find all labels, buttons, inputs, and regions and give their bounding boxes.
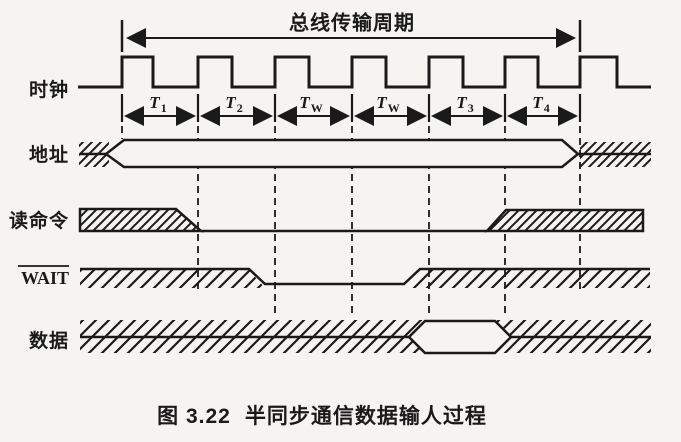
period-label-band: T1 T2 TW TW T3 T4	[124, 93, 578, 126]
period-label-t3: T3	[456, 93, 473, 115]
figure-caption: 图 3.22 半同步通信数据输人过程	[157, 404, 487, 428]
caption-title: 半同步通信数据输人过程	[245, 404, 487, 428]
address-signal-row: 地址	[29, 138, 651, 169]
bus-cycle-label: 总线传输周期	[289, 10, 415, 34]
wait-high-hatch-right	[406, 270, 650, 288]
data-valid-bubble	[407, 319, 513, 355]
bus-cycle-annotation: 总线传输周期	[120, 10, 582, 52]
clock-signal-row: 时钟	[29, 55, 651, 101]
address-invalid-hatch-right	[580, 142, 651, 167]
caption-figure-number: 图 3.22	[157, 405, 231, 428]
signal-label-read-command: 读命令	[9, 209, 69, 232]
signal-label-data: 数据	[29, 329, 69, 352]
clock-waveform	[78, 55, 651, 89]
data-signal-row: 数据	[29, 319, 651, 355]
read-command-high-left	[78, 207, 205, 233]
wait-waveform	[80, 267, 650, 286]
wait-high-hatch-left	[80, 270, 265, 288]
period-label-tw2: TW	[376, 93, 399, 115]
signal-label-clock: 时钟	[29, 78, 69, 101]
read-command-high-right	[484, 208, 645, 233]
period-label-t2: T2	[225, 93, 242, 115]
period-label-tw1: TW	[299, 93, 322, 115]
period-label-t1: T1	[149, 93, 166, 115]
wait-signal-row: WAIT	[18, 265, 650, 288]
signal-label-wait: WAIT	[21, 268, 69, 288]
address-valid-bus	[103, 138, 580, 169]
read-command-signal-row: 读命令	[9, 207, 645, 233]
period-label-t4: T4	[532, 93, 549, 115]
caption-text: 图 3.22 半同步通信数据输人过程	[157, 404, 487, 428]
signal-label-address: 地址	[29, 143, 69, 166]
